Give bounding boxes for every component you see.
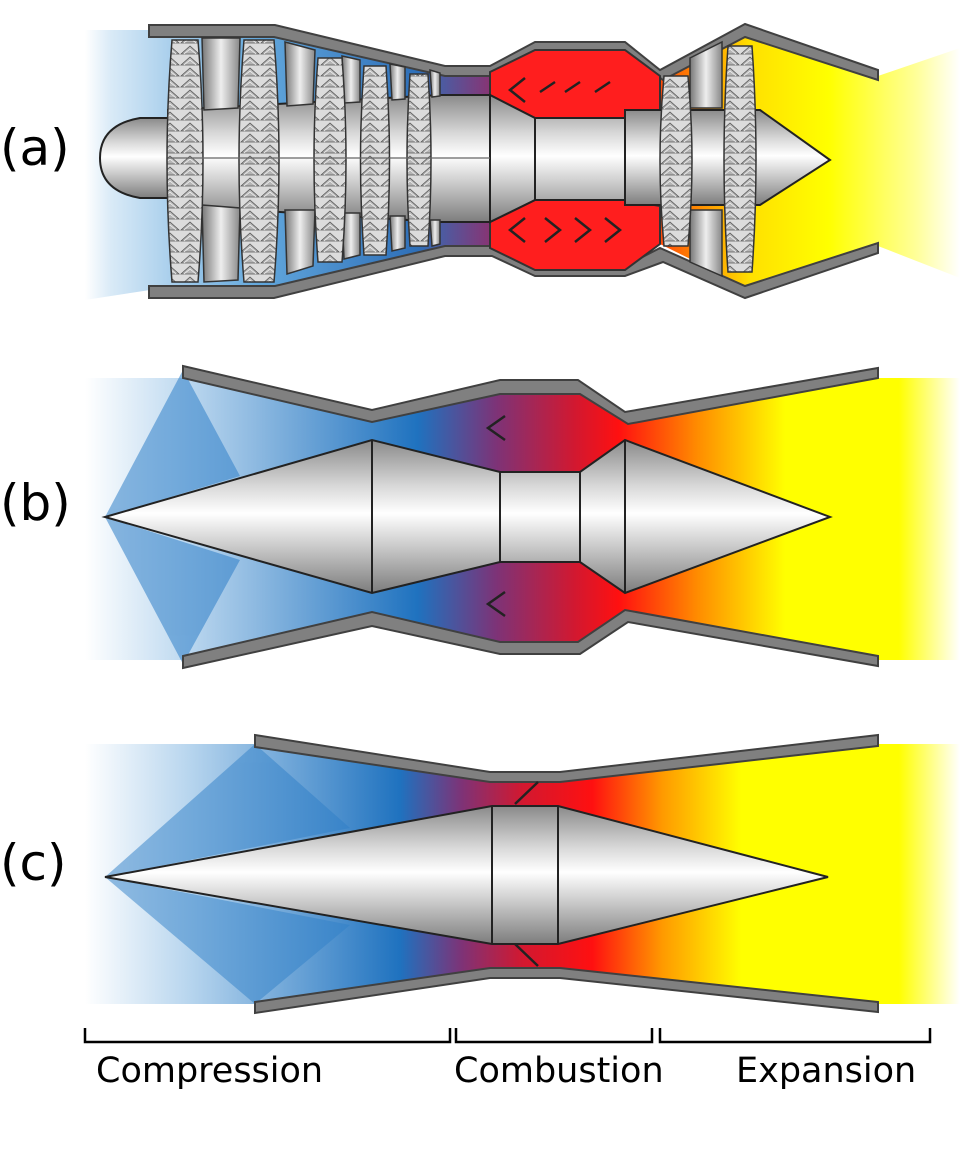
engine-c-upper-casing: [254, 733, 879, 783]
engine-c-label: (c): [0, 834, 67, 892]
engine-b-upper-casing: [182, 364, 879, 426]
engine-b-label: (b): [0, 474, 71, 532]
combustion-bracket: [454, 1028, 654, 1044]
compression-label: Compression: [96, 1051, 323, 1091]
engine-b-intake-shock: [105, 370, 240, 664]
engine-b-central-body: [101, 438, 833, 595]
engine-b: [85, 364, 960, 670]
compression-bracket: [83, 1028, 452, 1044]
engine-b-body-sections: [371, 440, 626, 593]
engine-a-turbine-rotors: [659, 45, 757, 273]
engine-a: [85, 22, 960, 300]
engine-c-lower-casing: [254, 967, 879, 1015]
engine-a-compressor-stators: [201, 37, 441, 283]
engine-a-flame-holders: [507, 77, 623, 243]
engine-b-flame-holders: [485, 414, 506, 618]
engine-a-compressor-rotors: [166, 39, 432, 283]
engine-c-intake-shock: [105, 744, 350, 1004]
engine-c: [85, 733, 960, 1015]
expansion-bracket: [658, 1028, 932, 1044]
engine-c-body-sections: [491, 806, 559, 944]
engine-a-label: (a): [0, 119, 70, 177]
expansion-label: Expansion: [736, 1051, 916, 1091]
engine-a-upper-casing: [148, 22, 879, 82]
engine-a-nose-cone: [98, 117, 169, 199]
stage-brackets: [83, 1028, 932, 1044]
combustion-label: Combustion: [454, 1051, 664, 1091]
engine-c-flame-holders: [514, 781, 539, 967]
engine-a-turbine-stators: [689, 40, 723, 278]
engine-b-lower-casing: [182, 608, 879, 670]
